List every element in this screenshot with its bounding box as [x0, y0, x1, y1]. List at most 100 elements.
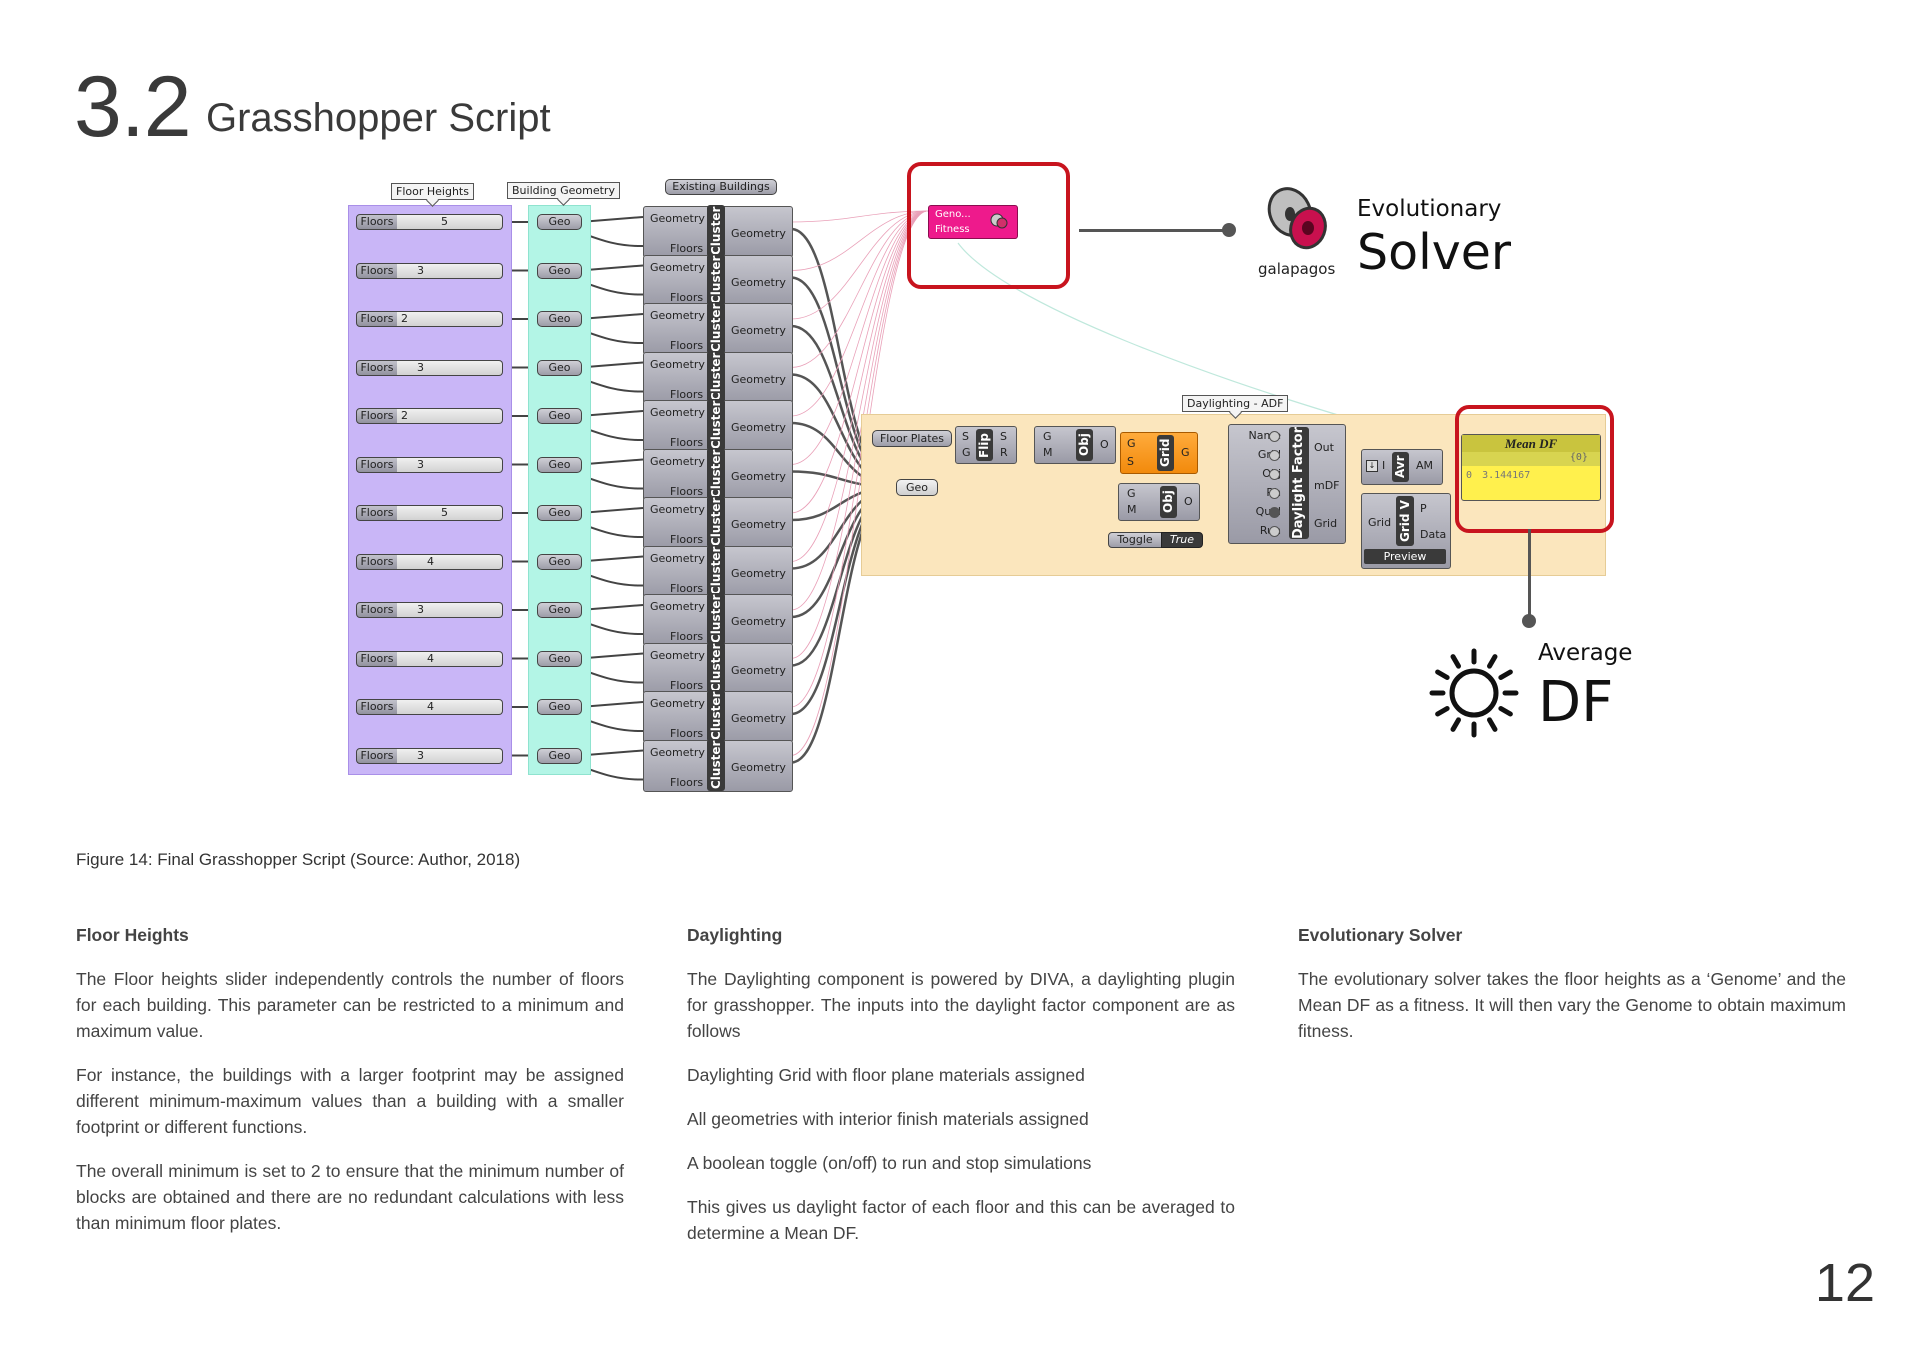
avr-out: AM	[1416, 459, 1434, 472]
geo-param[interactable]: Geo	[537, 360, 582, 376]
wire	[790, 210, 929, 465]
obj1-in-m: M	[1043, 446, 1053, 459]
obj-component-1[interactable]: G M Obj O	[1034, 426, 1116, 464]
section-title: Grasshopper Script	[206, 96, 551, 140]
geo-param[interactable]: Geo	[537, 214, 582, 230]
cluster-input-floors: Floors	[670, 630, 704, 643]
obj-component-2[interactable]: G M Obj O	[1118, 483, 1200, 521]
galapagos-highlight	[907, 162, 1070, 289]
slider-track[interactable]: 4	[397, 554, 503, 570]
sun-ray	[1450, 717, 1461, 732]
wire	[790, 210, 929, 708]
page-number: 12	[1814, 1253, 1875, 1313]
flip-out-s: S	[1000, 430, 1007, 443]
slider-track[interactable]: 4	[397, 651, 503, 667]
geo-param[interactable]: Geo	[537, 602, 582, 618]
cluster-input-floors: Floors	[670, 679, 704, 692]
sun-icon	[1429, 648, 1519, 738]
cluster-output: Geometry	[731, 470, 786, 483]
sun-ray	[1435, 706, 1450, 717]
galapagos-component[interactable]: Geno... Fitness	[928, 205, 1018, 239]
df-input-radio[interactable]	[1269, 507, 1280, 518]
cluster-output: Geometry	[731, 664, 786, 677]
grid-component[interactable]: G S Grid G	[1120, 432, 1198, 474]
cluster-input-floors: Floors	[670, 582, 704, 595]
gridv-out-p: P	[1420, 502, 1427, 515]
geo-param[interactable]: Geo	[537, 651, 582, 667]
column-daylighting: Daylighting The Daylighting component is…	[687, 922, 1235, 1264]
geo-param[interactable]: Geo	[896, 479, 938, 496]
geo-param[interactable]: Geo	[537, 263, 582, 279]
df-input-radio[interactable]	[1269, 488, 1280, 499]
slider-track[interactable]: 3	[397, 748, 503, 764]
slider-track[interactable]: 2	[397, 408, 503, 424]
geo-param[interactable]: Geo	[537, 311, 582, 327]
avg-connector-line	[1528, 529, 1531, 621]
df-input-radio[interactable]	[1269, 431, 1280, 442]
slider-label: Floors	[356, 457, 398, 473]
floor-plates-param[interactable]: Floor Plates	[872, 430, 952, 447]
slider-track[interactable]: 4	[397, 699, 503, 715]
obj2-out: O	[1184, 495, 1193, 508]
slider-track[interactable]: 5	[397, 214, 503, 230]
avr-in: I	[1382, 459, 1386, 472]
slider-track[interactable]: 5	[397, 505, 503, 521]
flip-component[interactable]: S G Flip S R	[955, 426, 1017, 464]
slider-label: Floors	[356, 748, 398, 764]
slider-track[interactable]: 2	[397, 311, 503, 327]
cluster-output: Geometry	[731, 567, 786, 580]
slider-label: Floors	[356, 408, 398, 424]
preview-button[interactable]: Preview	[1364, 549, 1446, 564]
geo-param[interactable]: Geo	[537, 554, 582, 570]
cluster-name: Cluster	[707, 545, 725, 597]
sun-ray	[1450, 654, 1461, 669]
geo-param[interactable]: Geo	[537, 748, 582, 764]
geo-param[interactable]: Geo	[537, 457, 582, 473]
daylight-factor-component[interactable]: NameGridObjRhQualRun Daylight Factor Out…	[1228, 424, 1346, 544]
flip-out-r: R	[1000, 446, 1008, 459]
slider-track[interactable]: 3	[397, 360, 503, 376]
sun-ray	[1487, 717, 1498, 732]
slider-value: 4	[427, 555, 434, 568]
geo-param[interactable]: Geo	[537, 408, 582, 424]
df-input-radio[interactable]	[1269, 469, 1280, 480]
mean-df-panel[interactable]: Mean DF {0} 0 3.144167	[1461, 434, 1601, 501]
cluster-output: Geometry	[731, 761, 786, 774]
solver-connector-dot	[1222, 223, 1236, 237]
slider-track[interactable]: 3	[397, 457, 503, 473]
average-component[interactable]: ↓ I Avr AM	[1361, 449, 1443, 485]
grid-viewer-component[interactable]: Grid Grid V P Data Preview	[1361, 493, 1451, 569]
df-input-radio[interactable]	[1269, 526, 1280, 537]
df-input-radio[interactable]	[1269, 450, 1280, 461]
slider-track[interactable]: 3	[397, 263, 503, 279]
obj2-in-g: G	[1127, 487, 1136, 500]
slider-track[interactable]: 3	[397, 602, 503, 618]
geo-param[interactable]: Geo	[537, 505, 582, 521]
run-toggle[interactable]: Toggle True	[1108, 532, 1204, 548]
geo-param[interactable]: Geo	[537, 699, 582, 715]
